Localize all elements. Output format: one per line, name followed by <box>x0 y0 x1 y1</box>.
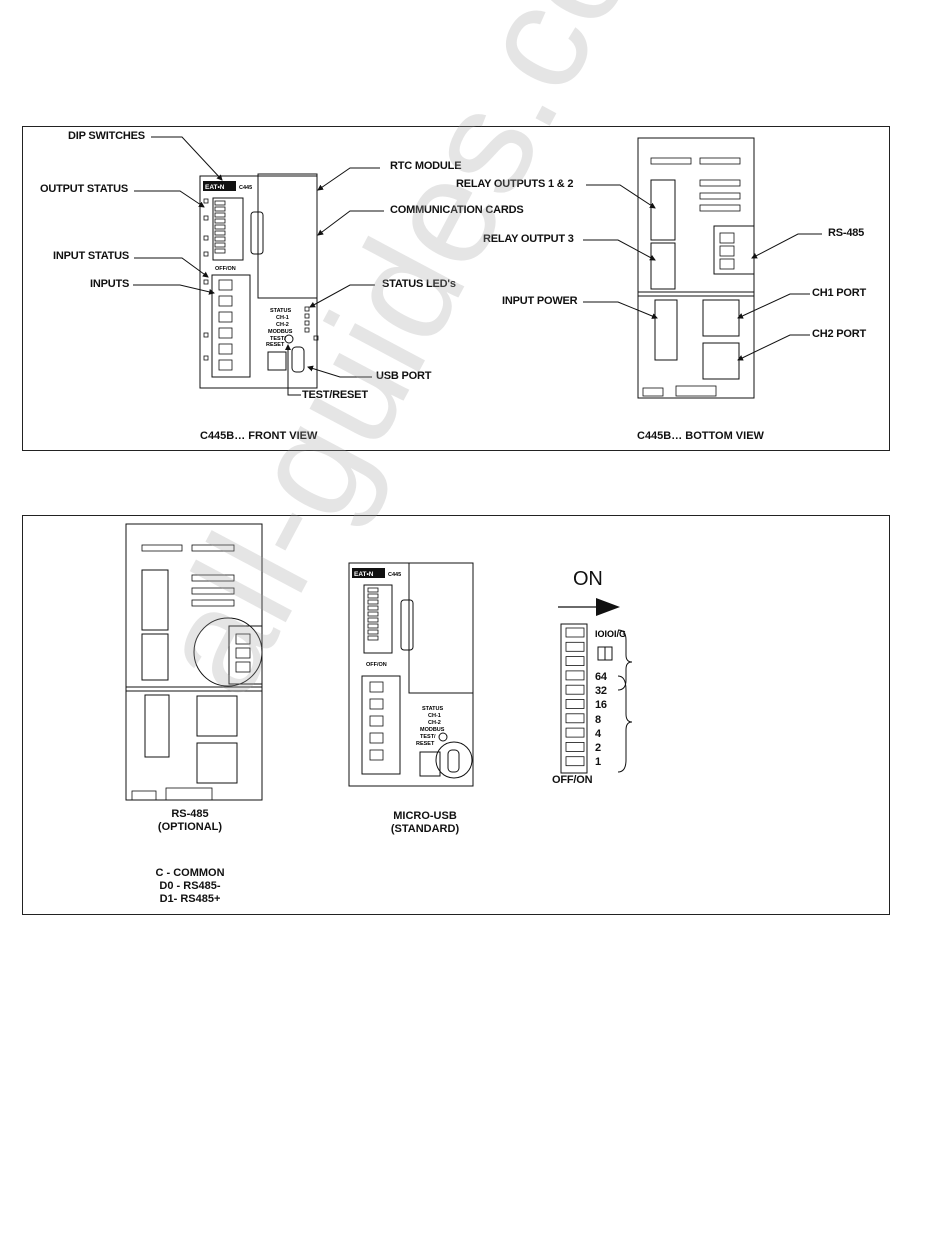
model-text: C445 <box>239 185 252 191</box>
bottom-figure-panel <box>22 515 890 915</box>
dip-value-label: 2 <box>595 742 601 754</box>
front-device-text: EAT•N C445 STATUS CH-1 CH-2 MODBUS TEST/… <box>203 181 293 348</box>
ch2-led-label: CH-2 <box>276 322 289 328</box>
dip-switch-detail: IOIOI/G <box>558 598 633 774</box>
dip-switch-8 <box>565 727 585 738</box>
dip-switch-5 <box>565 684 585 695</box>
dip-switch-1 <box>565 627 585 638</box>
model-text: C445 <box>388 572 401 578</box>
usb-port-outline <box>291 346 305 373</box>
ch1-port-label: CH1 PORT <box>812 287 867 299</box>
micro-usb-device-text: EAT•N C445 STATUS CH-1 CH-2 MODBUS TEST/… <box>352 568 445 747</box>
dip-switches-label: DIP SWITCHES <box>68 130 145 142</box>
on-arrow-icon <box>596 598 620 616</box>
modbus-led-label: MODBUS <box>420 727 445 733</box>
test-reset-label: TEST/RESET <box>302 389 368 401</box>
test-reset-button <box>284 334 294 344</box>
micro-usb-caption: MICRO-USB (STANDARD) <box>375 810 475 836</box>
legend-common: C - COMMON <box>155 867 225 879</box>
status-led-label: STATUS <box>270 308 292 314</box>
off-on-detail-label: OFF/ON <box>552 774 593 786</box>
input-power-label: INPUT POWER <box>502 295 578 307</box>
status-leds-label: STATUS LED's <box>382 278 456 290</box>
test-label: TEST/ <box>420 734 436 740</box>
dip-value-label: 4 <box>595 727 601 740</box>
dip-switch-9 <box>565 742 585 752</box>
rtc-module-label: RTC MODULE <box>390 160 462 172</box>
status-led-label: STATUS <box>422 706 444 712</box>
ch2-port <box>702 342 740 380</box>
rs485-label: RS-485 <box>828 227 865 239</box>
output-status-label: OUTPUT STATUS <box>40 183 129 195</box>
brand-logo: EAT•N <box>205 184 225 191</box>
bottom-view-device <box>637 137 755 399</box>
rs485-legend: C - COMMON D0 - RS485- D1- RS485+ <box>140 867 240 906</box>
rs485-terminal <box>713 225 755 275</box>
reset-label: RESET <box>416 741 435 747</box>
rs485-caption-line2: (OPTIONAL) <box>157 821 223 833</box>
dip-value-label: 8 <box>595 713 601 726</box>
legend-d1: D1- RS485+ <box>159 893 221 905</box>
inputs-label: INPUTS <box>90 278 130 290</box>
modbus-led-label: MODBUS <box>268 329 293 335</box>
micro-usb-device-drawing <box>348 562 474 787</box>
rs485-caption: RS-485 (OPTIONAL) <box>145 808 235 834</box>
front-view-caption: C445B… FRONT VIEW <box>200 430 318 442</box>
off-on-label: OFF/ON <box>366 662 387 668</box>
power-terminal <box>654 299 678 361</box>
top-leader-lines <box>133 136 822 396</box>
rs485-caption-line1: RS-485 <box>171 808 209 820</box>
on-label: ON <box>573 568 603 590</box>
relay-outputs-1-2-label: RELAY OUTPUTS 1 & 2 <box>456 178 574 190</box>
communication-cards-label: COMMUNICATION CARDS <box>390 204 524 216</box>
dip-value-label: 16 <box>595 699 607 712</box>
dip-value-label: 1 <box>595 756 601 769</box>
dip-value-label: 64 <box>595 671 607 683</box>
input-terminal-block <box>211 274 251 378</box>
usb-highlight-circle <box>435 741 473 779</box>
input-status-label: INPUT STATUS <box>53 250 130 262</box>
ch2-led-label: CH-2 <box>428 720 441 726</box>
ch2-port-label: CH2 PORT <box>812 328 867 340</box>
top-figure-panel <box>22 126 890 451</box>
ch1-led-label: CH-1 <box>428 713 441 719</box>
usb-port-label: USB PORT <box>376 370 432 382</box>
dip-switch-block <box>212 197 244 261</box>
dip-switch-2 <box>565 641 585 652</box>
legend-d0: D0 - RS485- <box>159 880 221 892</box>
micro-usb-caption-line2: (STANDARD) <box>390 823 460 835</box>
dip-value-label: 32 <box>595 685 607 698</box>
dip-toggle-symbols: IOIOI/G <box>595 629 626 639</box>
front-view-device <box>199 173 319 389</box>
brand-logo: EAT•N <box>354 571 374 578</box>
dip-switch-6 <box>565 699 585 709</box>
rs485-device-drawing <box>125 523 263 801</box>
relay-terminal-1-2 <box>650 179 676 241</box>
micro-usb-caption-line1: MICRO-USB <box>393 810 457 822</box>
dip-switch-3 <box>565 656 585 666</box>
dip-switch-4 <box>565 670 585 681</box>
label-area <box>267 351 287 371</box>
off-on-label: OFF/ON <box>215 266 236 272</box>
rs485-highlight-circle <box>193 617 263 687</box>
communication-card-slot <box>250 211 264 255</box>
ch1-led-label: CH-1 <box>276 315 289 321</box>
dip-switch-7 <box>565 713 585 724</box>
dip-switch-10 <box>565 756 585 767</box>
relay-terminal-3 <box>650 242 676 290</box>
relay-output-3-label: RELAY OUTPUT 3 <box>483 233 574 245</box>
test-label: TEST/ <box>270 336 286 342</box>
bottom-view-caption: C445B… BOTTOM VIEW <box>637 430 764 442</box>
reset-label: RESET <box>266 342 285 348</box>
